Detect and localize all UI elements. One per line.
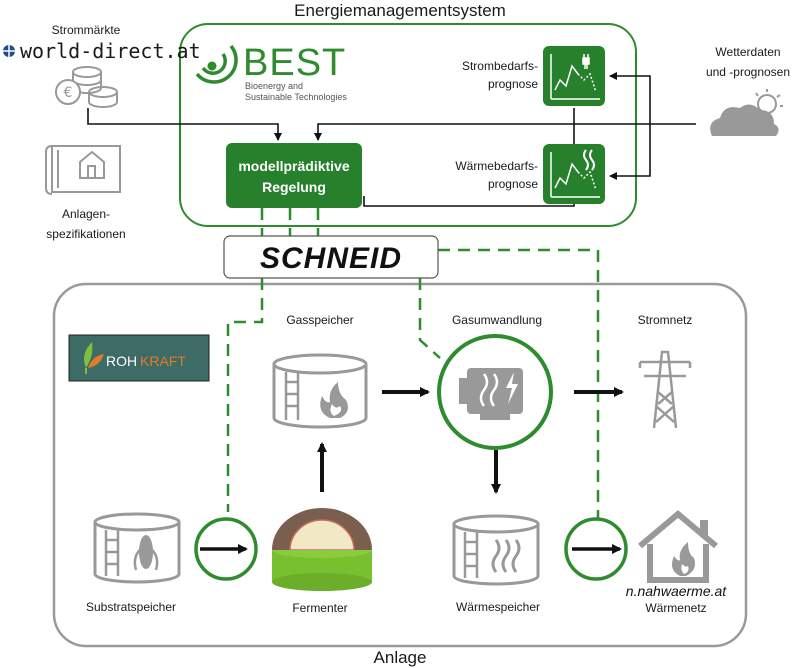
- ems-title: Energiemanagementsystem: [294, 1, 506, 20]
- heat-tank-icon: [452, 514, 540, 586]
- waermespeicher-label: Wärmespeicher: [456, 600, 540, 614]
- waermenetz-label: Wärmenetz: [645, 601, 706, 615]
- waerme-prognose-box: [543, 144, 605, 204]
- gasumwandlung-label: Gasumwandlung: [452, 313, 542, 327]
- anlagen-spec-line2: spezifikationen: [46, 227, 125, 241]
- strom-prognose-line2: prognose: [488, 77, 538, 91]
- mpc-box: [226, 143, 362, 208]
- rohkraft-part2: KRAFT: [140, 353, 186, 369]
- world-direct-wordmark: world-direct.at: [20, 39, 201, 63]
- best-logo: BEST Bioenergy and Sustainable Technolog…: [195, 42, 347, 102]
- waerme-prognose-line2: prognose: [488, 177, 538, 191]
- best-swirl-icon: [195, 44, 238, 84]
- schneid-wordmark: SCHNEID: [260, 242, 402, 275]
- blueprint-house-icon: [45, 145, 121, 195]
- svg-text:€: €: [64, 85, 73, 101]
- power-pylon-icon: [638, 350, 692, 429]
- flow-arrows: [317, 387, 624, 494]
- strom-prognose-box: [543, 46, 605, 106]
- weather-cloud-sun-icon: [710, 89, 783, 136]
- wetter-line2: und -prognosen: [706, 65, 790, 79]
- control-lines: [226, 208, 600, 520]
- fermenter-icon: [272, 508, 372, 591]
- best-wordmark: BEST: [243, 42, 346, 84]
- heated-house-icon: [638, 510, 718, 583]
- stromnetz-label: Stromnetz: [638, 313, 693, 327]
- coins-icon: €: [55, 66, 118, 108]
- waerme-forecast-icon: [550, 149, 600, 198]
- waerme-prognose-line1: Wärmebedarfs-: [455, 159, 538, 173]
- anlage-title: Anlage: [374, 648, 427, 667]
- strom-forecast-icon: [550, 54, 600, 100]
- rohkraft-logo: ROH KRAFT: [68, 334, 210, 382]
- rohkraft-part1: ROH: [106, 353, 137, 369]
- waerme-prognose-node: Wärmebedarfs- prognose: [455, 144, 605, 204]
- anlage-frame: [52, 282, 748, 648]
- gasspeicher-label: Gasspeicher: [286, 313, 353, 327]
- ems-frame: [179, 23, 637, 227]
- schneid-box: [223, 235, 439, 279]
- anlagen-spec-line1: Anlagen-: [62, 207, 110, 221]
- substratspeicher-label: Substratspeicher: [86, 600, 176, 614]
- mpc-line1: modellprädiktive: [238, 158, 349, 174]
- nahwaerme-brand: n.nahwaerme.at: [626, 583, 728, 599]
- fermenter-label: Fermenter: [292, 601, 347, 615]
- strom-prognose-node: Strombedarfs- prognose: [462, 46, 605, 106]
- best-sub2: Sustainable Technologies: [245, 92, 347, 102]
- gas-tank-flame-icon: [272, 353, 368, 429]
- chp-generator-icon: [459, 368, 523, 420]
- substrate-tank-corn-icon: [93, 512, 181, 584]
- mpc-line2: Regelung: [262, 179, 326, 195]
- world-direct-logo: world-direct.at: [2, 39, 201, 63]
- rohkraft-leaf-icon: [84, 342, 104, 374]
- best-sub1: Bioenergy and: [245, 81, 303, 91]
- strom-prognose-line1: Strombedarfs-: [462, 59, 538, 73]
- strommaerkte-label: Strommärkte: [52, 23, 121, 37]
- wetter-line1: Wetterdaten: [715, 45, 780, 59]
